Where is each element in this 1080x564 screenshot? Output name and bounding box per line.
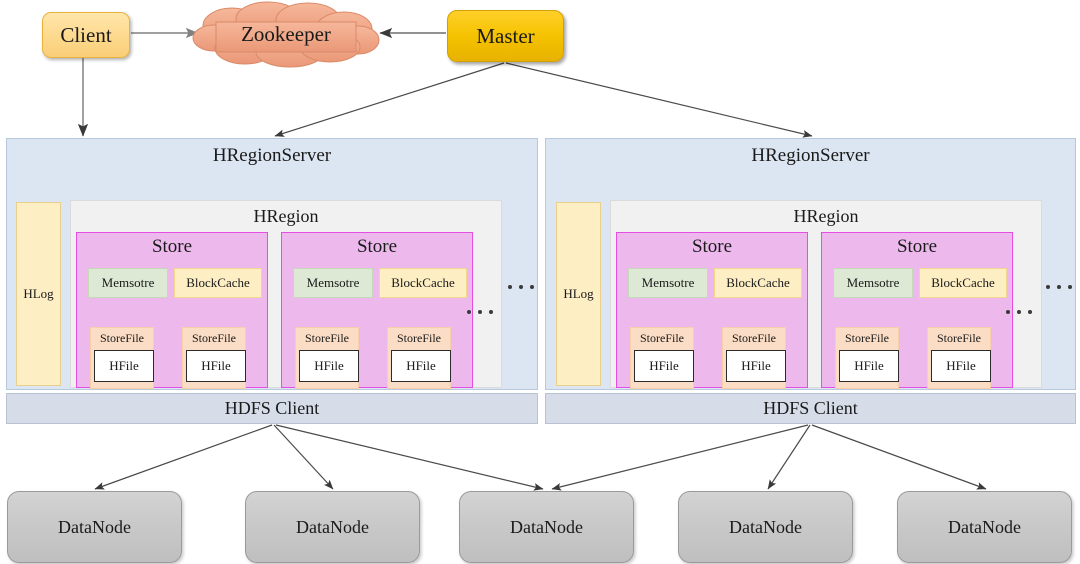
hlog-label: HLog	[23, 286, 54, 301]
memstore-1-2[interactable]: Memsotre	[293, 268, 373, 298]
datanode-4[interactable]: DataNode	[678, 491, 853, 563]
regionserver-title: HRegionServer	[212, 145, 332, 166]
hfile-label: HFile	[314, 358, 344, 373]
store-title: Store	[356, 236, 398, 257]
edge-hdfsclient-right-to-datanode-3	[551, 424, 809, 491]
storefile-2-1-1[interactable]: StoreFile HFile	[630, 327, 694, 389]
storefile-2-2-1[interactable]: StoreFile HFile	[835, 327, 899, 389]
hfile-label: HFile	[201, 358, 231, 373]
blockcache-label: BlockCache	[186, 275, 250, 290]
blockcache-label: BlockCache	[931, 275, 995, 290]
regionserver-title: HRegionServer	[751, 145, 870, 166]
hfile-1-1-1[interactable]: HFile	[94, 350, 154, 382]
hfile-2-2-2[interactable]: HFile	[931, 350, 991, 382]
datanode-2[interactable]: DataNode	[245, 491, 420, 563]
storefile-label: StoreFile	[397, 331, 441, 345]
hfile-1-2-2[interactable]: HFile	[391, 350, 451, 382]
datanode-5[interactable]: DataNode	[897, 491, 1072, 563]
hfile-label: HFile	[649, 358, 679, 373]
master-label: Master	[476, 23, 535, 48]
hfile-2-1-1[interactable]: HFile	[634, 350, 694, 382]
edge-hdfsclient-right-to-datanode-4	[767, 424, 811, 490]
datanode-1[interactable]: DataNode	[7, 491, 182, 563]
hlog-1[interactable]: HLog	[16, 202, 61, 386]
datanode-label: DataNode	[58, 516, 131, 537]
datanode-label: DataNode	[296, 516, 369, 537]
cloud-icon	[192, 1, 380, 68]
store-title: Store	[151, 236, 193, 257]
hfile-2-1-2[interactable]: HFile	[726, 350, 786, 382]
edge-hdfsclient-left-to-datanode-3	[275, 424, 544, 491]
hfile-2-2-1[interactable]: HFile	[839, 350, 899, 382]
blockcache-2-2[interactable]: BlockCache	[919, 268, 1007, 298]
hregion-title: HRegion	[253, 206, 319, 226]
more-regions-ellipsis-1	[508, 280, 534, 294]
hfile-label: HFile	[946, 358, 976, 373]
edge-master-to-regionserver-right	[505, 62, 813, 138]
storefile-2-2-2[interactable]: StoreFile HFile	[927, 327, 991, 389]
hdfs-client-1[interactable]: HDFS Client	[6, 393, 538, 424]
storefile-1-2-2[interactable]: StoreFile HFile	[387, 327, 451, 389]
blockcache-1-1[interactable]: BlockCache	[174, 268, 262, 298]
edge-master-to-regionserver-left	[274, 62, 505, 137]
hdfs-client-label: HDFS Client	[763, 398, 858, 418]
storefile-label: StoreFile	[732, 331, 776, 345]
more-stores-ellipsis-2	[1006, 305, 1032, 319]
memstore-label: Memsotre	[306, 275, 360, 290]
memstore-label: Memsotre	[101, 275, 155, 290]
storefile-label: StoreFile	[640, 331, 684, 345]
hdfs-client-label: HDFS Client	[224, 398, 320, 418]
storefile-label: StoreFile	[937, 331, 981, 345]
datanode-3[interactable]: DataNode	[459, 491, 634, 563]
blockcache-label: BlockCache	[726, 275, 790, 290]
zookeeper-node[interactable]: Zookeeper	[190, 0, 382, 68]
hfile-label: HFile	[854, 358, 884, 373]
blockcache-2-1[interactable]: BlockCache	[714, 268, 802, 298]
edge-hdfsclient-left-to-datanode-1	[94, 424, 273, 490]
storefile-1-1-2[interactable]: StoreFile HFile	[182, 327, 246, 389]
hfile-1-1-2[interactable]: HFile	[186, 350, 246, 382]
blockcache-label: BlockCache	[391, 275, 455, 290]
hfile-label: HFile	[741, 358, 771, 373]
edge-hdfsclient-left-to-datanode-2	[273, 424, 334, 490]
memstore-2-1[interactable]: Memsotre	[628, 268, 708, 298]
storefile-1-1-1[interactable]: StoreFile HFile	[90, 327, 154, 389]
storefile-label: StoreFile	[192, 331, 236, 345]
blockcache-1-2[interactable]: BlockCache	[379, 268, 467, 298]
memstore-label: Memsotre	[846, 275, 900, 290]
hregion-title: HRegion	[793, 206, 859, 226]
client-label: Client	[60, 22, 112, 47]
store-title: Store	[896, 236, 938, 257]
hfile-label: HFile	[406, 358, 436, 373]
memstore-label: Memsotre	[641, 275, 695, 290]
storefile-1-2-1[interactable]: StoreFile HFile	[295, 327, 359, 389]
more-stores-ellipsis-1	[467, 305, 493, 319]
storefile-2-1-2[interactable]: StoreFile HFile	[722, 327, 786, 389]
datanode-label: DataNode	[729, 516, 802, 537]
storefile-label: StoreFile	[845, 331, 889, 345]
datanode-label: DataNode	[510, 516, 583, 537]
client-node[interactable]: Client	[42, 12, 130, 58]
edge-hdfsclient-right-to-datanode-5	[811, 424, 987, 490]
memstore-2-2[interactable]: Memsotre	[833, 268, 913, 298]
hlog-label: HLog	[563, 286, 594, 301]
more-regions-ellipsis-2	[1046, 280, 1072, 294]
hlog-2[interactable]: HLog	[556, 202, 601, 386]
storefile-label: StoreFile	[100, 331, 144, 345]
storefile-label: StoreFile	[305, 331, 349, 345]
hdfs-client-2[interactable]: HDFS Client	[545, 393, 1076, 424]
hfile-label: HFile	[109, 358, 139, 373]
zookeeper-label: Zookeeper	[241, 21, 331, 46]
datanode-label: DataNode	[948, 516, 1021, 537]
store-title: Store	[691, 236, 733, 257]
memstore-1-1[interactable]: Memsotre	[88, 268, 168, 298]
hfile-1-2-1[interactable]: HFile	[299, 350, 359, 382]
master-node[interactable]: Master	[447, 10, 564, 62]
